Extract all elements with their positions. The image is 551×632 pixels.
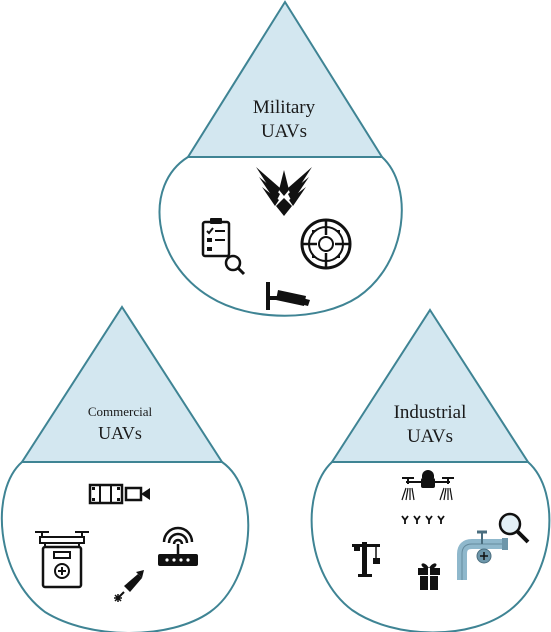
delivery-drone-package-icon <box>35 531 89 589</box>
commercial-label-line2: UAVs <box>98 423 142 443</box>
military-drop-outline <box>158 156 403 317</box>
industrial-drop: Industrial UAVs <box>310 308 551 632</box>
crop-spraying-drone-icon <box>401 470 454 524</box>
military-label-line1: Military <box>253 97 316 118</box>
film-camera-icon <box>88 483 150 505</box>
military-label-line2: UAVs <box>261 121 307 142</box>
commercial-drop-outline <box>0 461 250 632</box>
pipeline-inspection-icon <box>457 512 530 580</box>
military-triangle <box>186 0 384 158</box>
industrial-label-line1: Industrial <box>394 402 467 423</box>
surveillance-camera-icon <box>266 282 310 310</box>
industrial-drop-outline <box>310 461 551 632</box>
commercial-triangle <box>20 305 224 463</box>
commercial-label-line1: Commercial <box>88 404 153 419</box>
industrial-triangle <box>330 308 530 463</box>
commercial-drop: Commercial UAVs <box>0 305 250 632</box>
military-drop: Military UAVs <box>158 0 403 317</box>
construction-crane-icon <box>352 542 380 577</box>
gift-box-icon <box>418 563 440 590</box>
firework-rocket-icon <box>114 570 144 602</box>
clipboard-inspection-icon <box>201 218 246 276</box>
crosshair-target-icon <box>300 218 352 270</box>
air-force-wings-icon <box>256 167 312 216</box>
wifi-router-icon <box>158 526 198 566</box>
industrial-label-line2: UAVs <box>407 426 453 447</box>
